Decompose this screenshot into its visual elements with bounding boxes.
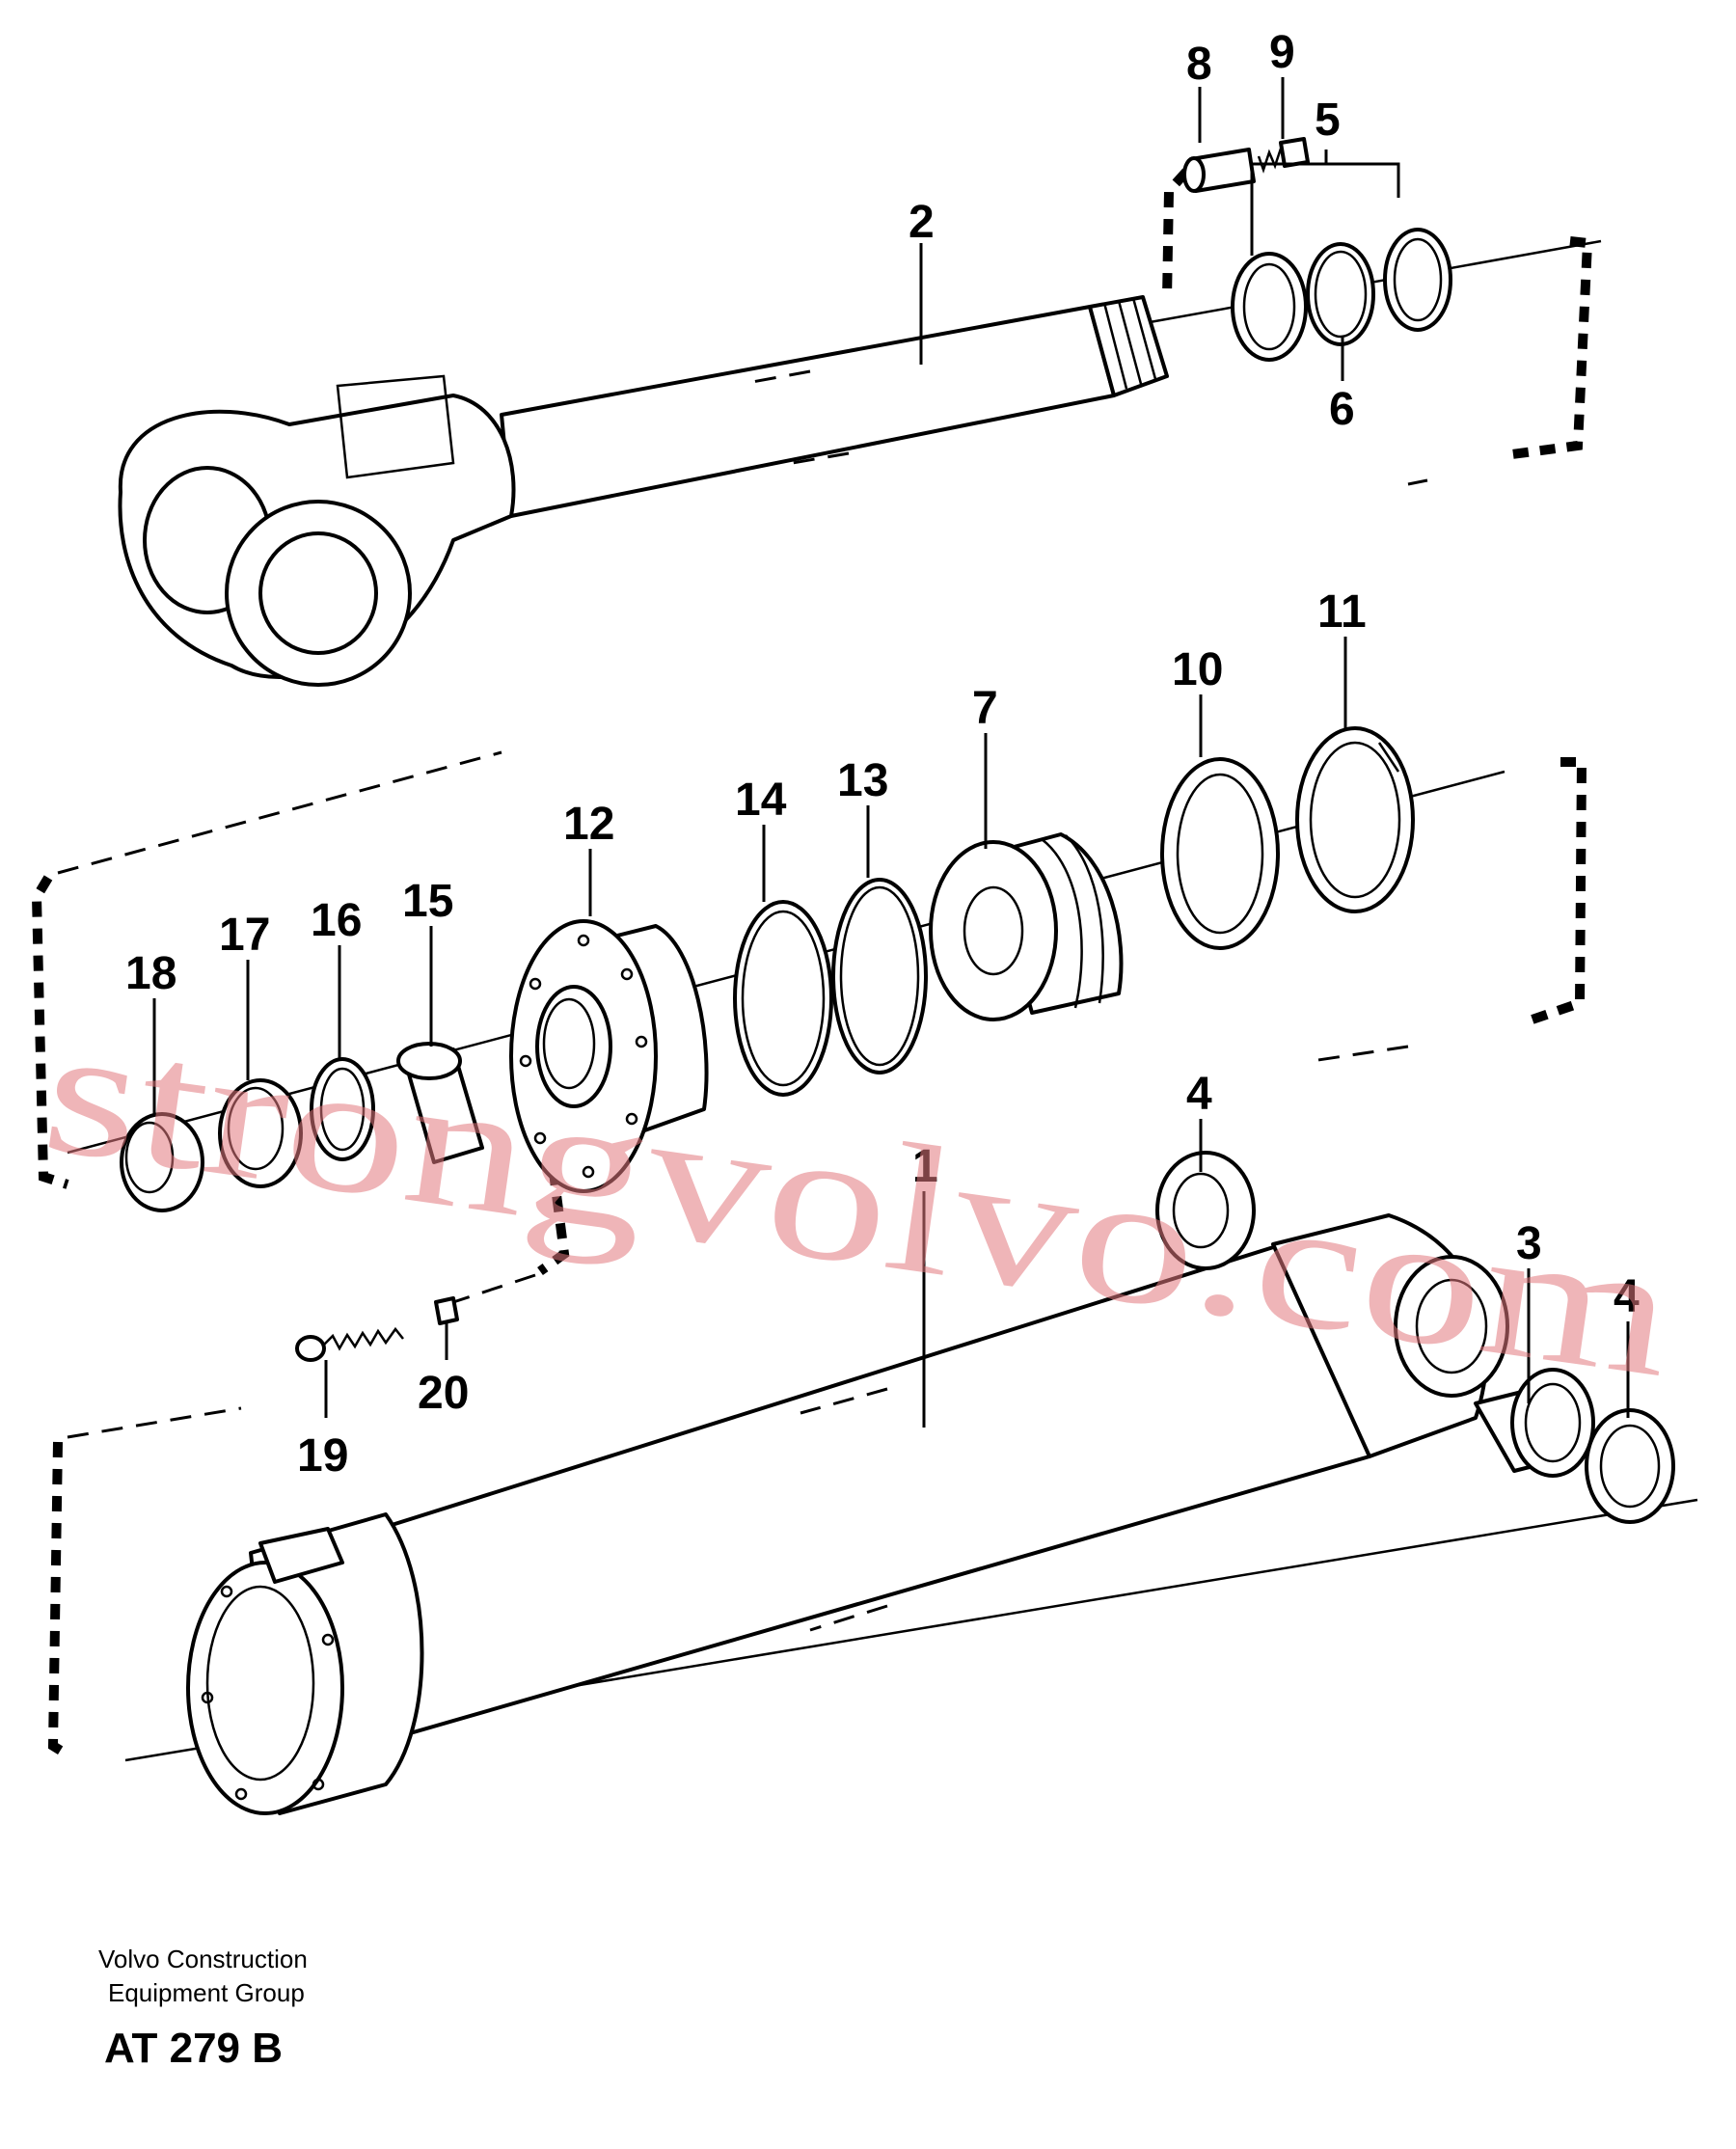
callout-19: 19: [297, 1430, 348, 1482]
callout-18: 18: [125, 948, 176, 999]
callout-10: 10: [1172, 644, 1223, 695]
tube-break-mark-1: [800, 1387, 888, 1415]
grease-nipple-tip: [1182, 156, 1206, 193]
washer-20: [434, 1296, 459, 1325]
tube-bracket-left: [47, 1441, 68, 1758]
seal-4-top-inner: [1172, 1172, 1230, 1249]
guide-ring-11-split: [1377, 742, 1400, 773]
nipple-bracket-dash: [1162, 168, 1190, 300]
piston-face: [929, 840, 1058, 1021]
footer-drawing-code: AT 279 B: [104, 2025, 283, 2072]
seal-4-top: [1155, 1151, 1256, 1270]
ring-16-inner: [319, 1067, 366, 1152]
callout-13: 13: [837, 755, 888, 806]
bushing-15-top: [396, 1042, 462, 1080]
rod-thread-lines: [1102, 297, 1157, 390]
piston-seal-10-inner: [1176, 773, 1264, 935]
clevis-slot: [336, 374, 455, 479]
rod-seal-rings: [1231, 228, 1452, 362]
tube-front-bore: [205, 1585, 315, 1782]
callout-16: 16: [311, 895, 362, 946]
bushing-3-bore: [1524, 1382, 1582, 1463]
seal-ring-5b: [1383, 228, 1452, 332]
bleeder-head: [295, 1335, 326, 1362]
backup-ring-14: [733, 900, 833, 1097]
callout-15: 15: [402, 876, 453, 927]
footer: Volvo Construction Equipment Group AT 27…: [98, 1945, 308, 2072]
footer-company-line2: Equipment Group: [108, 1978, 305, 2007]
seal-17-inner: [227, 1086, 285, 1171]
callout-4-top: 4: [1186, 1069, 1212, 1120]
piston-grooves: [1041, 834, 1104, 1009]
tube-bracket-top: [67, 1406, 242, 1439]
cylinder-head-bore-inner: [542, 997, 596, 1090]
rod-break-mark-2: [780, 451, 850, 467]
guide-ring-11: [1295, 726, 1415, 913]
callout-7: 7: [972, 683, 998, 734]
o-ring-13-inner: [839, 885, 920, 1067]
o-ring-13: [831, 878, 928, 1074]
tube-port-block: [258, 1527, 344, 1584]
guide-ring-11-inner: [1309, 741, 1401, 899]
rear-mount-bore: [1415, 1278, 1488, 1374]
bleeder-group: [295, 1296, 459, 1362]
rod-break-mark-1: [751, 369, 811, 384]
tube-break-mark-2: [809, 1604, 888, 1632]
leader-lines: [152, 77, 1630, 1428]
cylinder-head-bolt-holes: [519, 934, 648, 1179]
piston-bore: [963, 885, 1024, 976]
clevis-hole-front: [258, 531, 378, 655]
o-ring-6-inner: [1314, 250, 1368, 339]
callout-3: 3: [1516, 1218, 1542, 1269]
middle-bracket-top: [57, 750, 502, 875]
cylinder-tube-group: [47, 1213, 1698, 1815]
flange-bolt-holes: [201, 1585, 335, 1801]
piston-rod-body: [500, 305, 1116, 518]
callout-4-bottom: 4: [1614, 1271, 1640, 1322]
callout-9: 9: [1269, 27, 1295, 78]
callout-17: 17: [219, 910, 270, 961]
seal-ring-5b-inner: [1393, 237, 1443, 322]
callout-1: 1: [912, 1141, 938, 1192]
tube-front-flange: [186, 1561, 344, 1815]
rod-bracket-tail: [1407, 478, 1428, 486]
plug-screw: [1279, 137, 1310, 168]
callout-5: 5: [1315, 95, 1341, 146]
middle-bracket-right: [1522, 757, 1587, 1027]
wiper-ring-18: [120, 1112, 204, 1212]
plug-spring: [1257, 148, 1283, 174]
seal-17: [218, 1078, 303, 1188]
callout-14: 14: [735, 775, 787, 826]
callout-12: 12: [563, 799, 614, 850]
seal-4-bottom: [1585, 1408, 1675, 1524]
footer-company-line1: Volvo Construction: [98, 1945, 308, 1973]
middle-bracket-lower-tail: [452, 1273, 536, 1304]
callout-11: 11: [1317, 586, 1367, 638]
cylinder-head-bore: [535, 985, 612, 1108]
o-ring-6: [1306, 242, 1375, 346]
grease-nipple-group: [1182, 137, 1310, 193]
rear-mount-boss: [1394, 1255, 1509, 1398]
middle-assembly: [31, 726, 1587, 1304]
seal-ring-5a-inner: [1242, 262, 1296, 351]
callout-2: 2: [909, 197, 935, 248]
seal-4-bottom-inner: [1599, 1424, 1661, 1509]
wiper-ring-18-inner: [124, 1121, 175, 1194]
bleeder-screw-thread: [322, 1326, 404, 1351]
callout-20: 20: [418, 1368, 469, 1419]
callout-6: 6: [1329, 384, 1355, 435]
bearing-group: [1155, 1151, 1675, 1524]
backup-ring-14-inner: [741, 910, 826, 1087]
callout-labels: 1 2 3 4 4 5 6 7 8 9 10 11 12 13 14 15 16…: [125, 27, 1640, 1482]
callout-8: 8: [1186, 39, 1212, 90]
piston-seal-10: [1160, 757, 1280, 950]
rod-bracket-dash: [1504, 236, 1593, 460]
middle-bracket-right-tail: [1311, 1045, 1409, 1063]
middle-bracket-left: [31, 875, 69, 1189]
piston-rod-group: [118, 168, 1602, 687]
